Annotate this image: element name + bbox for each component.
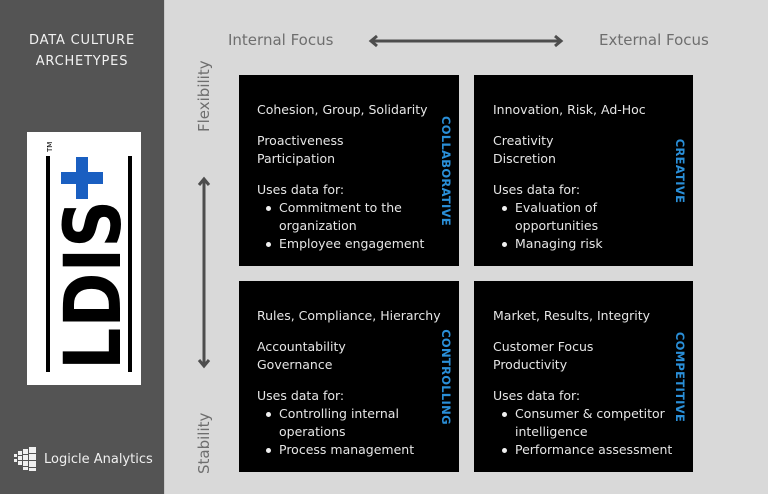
uses-list: Controlling internal operations Process … xyxy=(257,405,437,459)
logo-text: LDIS xyxy=(49,200,139,370)
trait: Participation xyxy=(257,151,336,166)
quadrant-values: Innovation, Risk, Ad-Hoc xyxy=(493,102,646,117)
list-item: Consumer & competitor intelligence xyxy=(502,406,665,439)
brand-logo: Logicle Analytics xyxy=(14,446,153,472)
ldis-logo-graphic: LDIS TM xyxy=(46,142,139,372)
trait: Customer Focus xyxy=(493,339,594,354)
title-line-1: DATA CULTURE xyxy=(29,33,135,48)
quadrant-values: Cohesion, Group, Solidarity xyxy=(257,102,428,117)
quadrant-traits: Customer Focus Productivity xyxy=(493,338,673,374)
double-arrow-horizontal-icon xyxy=(368,34,564,48)
quadrant-traits: Proactiveness Participation xyxy=(257,132,437,168)
trait: Proactiveness xyxy=(257,133,344,148)
uses-list: Consumer & competitor intelligence Perfo… xyxy=(493,405,673,459)
quadrant-collaborative: Cohesion, Group, Solidarity Proactivenes… xyxy=(239,75,459,266)
trait: Discretion xyxy=(493,151,556,166)
uses-label: Uses data for: xyxy=(257,182,345,197)
trademark-mark: TM xyxy=(46,142,54,153)
sidebar: DATA CULTURE ARCHETYPES LDIS TM xyxy=(0,0,165,494)
quadrant-tag: CREATIVE xyxy=(673,138,687,203)
quadrant-values: Market, Results, Integrity xyxy=(493,308,651,323)
list-item: Managing risk xyxy=(502,235,673,253)
quadrant-competitive: Market, Results, Integrity Customer Focu… xyxy=(474,281,693,472)
axis-external-focus: External Focus xyxy=(599,31,709,49)
list-item: Employee engagement xyxy=(266,235,437,253)
ldis-plus-logo: LDIS TM xyxy=(27,132,141,385)
list-item: Process management xyxy=(266,441,437,459)
logo-bar-left xyxy=(46,156,50,372)
quadrant-creative: Innovation, Risk, Ad-Hoc Creativity Disc… xyxy=(474,75,693,266)
quadrant-traits: Accountability Governance xyxy=(257,338,437,374)
trait: Productivity xyxy=(493,357,568,372)
logo-bar-right xyxy=(128,156,132,372)
quadrant-controlling: Rules, Compliance, Hierarchy Accountabil… xyxy=(239,281,459,472)
title-line-2: ARCHETYPES xyxy=(35,54,129,69)
axis-internal-focus: Internal Focus xyxy=(228,31,334,49)
quadrant-traits: Creativity Discretion xyxy=(493,132,673,168)
quadrant-tag: COMPETITIVE xyxy=(673,331,687,422)
list-item: Controlling internal operations xyxy=(266,405,409,441)
list-item: Evaluation of opportunities xyxy=(502,199,625,235)
axis-flexibility: Flexibility xyxy=(195,60,213,132)
uses-label: Uses data for: xyxy=(493,388,581,403)
uses-label: Uses data for: xyxy=(257,388,345,403)
list-item: Performance assessment xyxy=(502,442,673,457)
page-title: DATA CULTURE ARCHETYPES xyxy=(0,30,164,72)
quadrant-values: Rules, Compliance, Hierarchy xyxy=(257,308,441,323)
list-item: Commitment to the organization xyxy=(266,199,437,235)
trait: Governance xyxy=(257,357,333,372)
quadrant-tag: CONTROLLING xyxy=(439,328,453,425)
trait: Creativity xyxy=(493,133,554,148)
axis-stability: Stability xyxy=(195,412,213,474)
uses-list: Commitment to the organization Employee … xyxy=(257,199,437,253)
logo-plus-horizontal xyxy=(61,172,103,184)
uses-label: Uses data for: xyxy=(493,182,581,197)
trait: Accountability xyxy=(257,339,346,354)
logicle-grid-icon xyxy=(14,447,36,471)
quadrant-tag: COLLABORATIVE xyxy=(439,115,453,226)
double-arrow-vertical-icon xyxy=(197,176,211,369)
uses-list: Evaluation of opportunities Managing ris… xyxy=(493,199,673,253)
brand-name: Logicle Analytics xyxy=(44,451,153,467)
